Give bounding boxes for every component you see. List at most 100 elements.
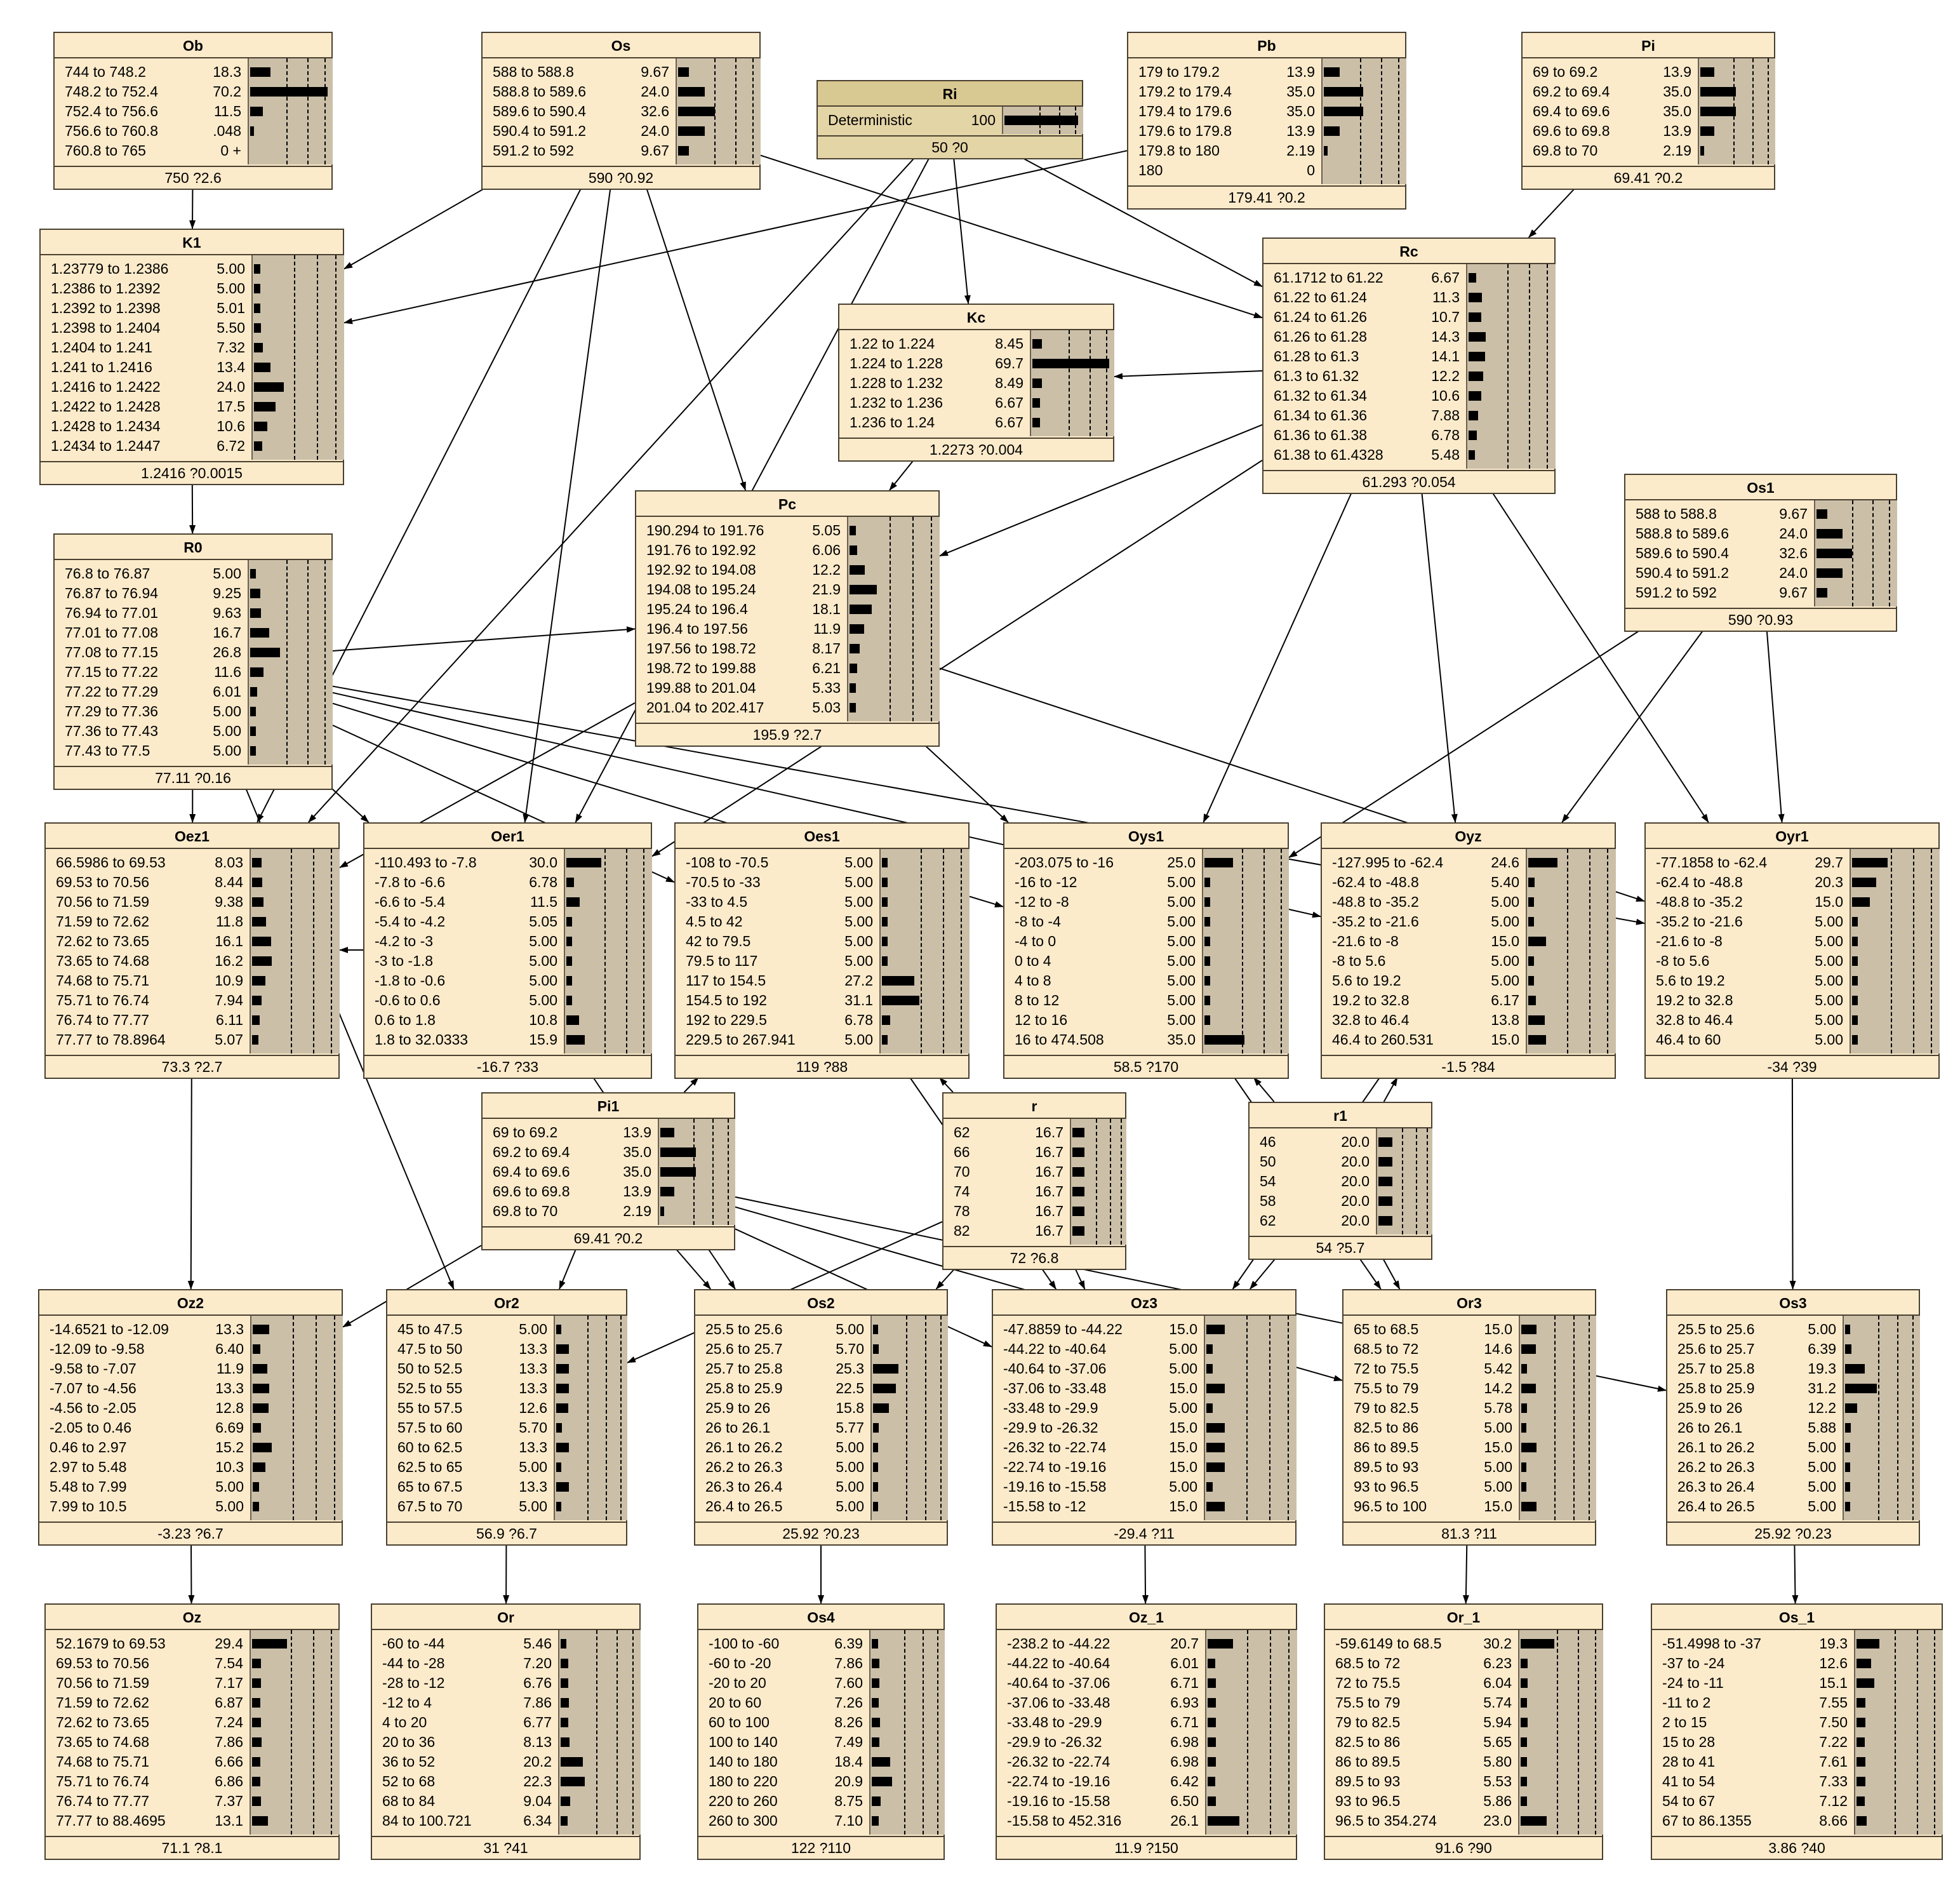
state-row[interactable]: 72.62 to 73.6516.1 xyxy=(46,932,338,951)
state-row[interactable]: 26 to 26.15.77 xyxy=(695,1418,947,1438)
state-row[interactable]: -29.9 to -26.326.98 xyxy=(997,1732,1296,1752)
node-Oes1[interactable]: Oes1-108 to -70.55.00-70.5 to -335.00-33… xyxy=(674,822,970,1079)
state-row[interactable]: 66.5986 to 69.538.03 xyxy=(46,853,338,873)
state-row[interactable]: 68.5 to 726.23 xyxy=(1325,1654,1602,1673)
state-row[interactable]: -37.06 to -33.486.93 xyxy=(997,1693,1296,1713)
state-row[interactable]: 61.1712 to 61.226.67 xyxy=(1263,268,1554,288)
state-row[interactable]: 70.56 to 71.599.38 xyxy=(46,892,338,912)
state-row[interactable]: 100 to 1407.49 xyxy=(698,1732,943,1752)
state-row[interactable]: -2.05 to 0.466.69 xyxy=(39,1418,342,1438)
state-row[interactable]: 0.6 to 1.810.8 xyxy=(364,1010,651,1030)
state-row[interactable]: 77.01 to 77.0816.7 xyxy=(55,623,331,643)
state-row[interactable]: -33 to 4.55.00 xyxy=(676,892,968,912)
state-row[interactable]: -4.56 to -2.0512.8 xyxy=(39,1398,342,1418)
state-row[interactable]: 72 to 75.56.04 xyxy=(1325,1673,1602,1693)
state-row[interactable]: 96.5 to 354.27423.0 xyxy=(1325,1811,1602,1831)
state-row[interactable]: -62.4 to -48.820.3 xyxy=(1646,873,1938,892)
state-row[interactable]: -37.06 to -33.4815.0 xyxy=(993,1379,1295,1398)
state-row[interactable]: 0 to 45.00 xyxy=(1004,951,1288,971)
state-row[interactable]: 89.5 to 935.53 xyxy=(1325,1772,1602,1791)
state-row[interactable]: 76.8 to 76.875.00 xyxy=(55,564,331,584)
state-row[interactable]: 748.2 to 752.470.2 xyxy=(55,82,331,102)
state-row[interactable]: 5.6 to 19.25.00 xyxy=(1322,971,1615,991)
state-row[interactable]: 25.8 to 25.931.2 xyxy=(1667,1379,1919,1398)
state-row[interactable]: 82.5 to 865.65 xyxy=(1325,1732,1602,1752)
state-row[interactable]: 86 to 89.55.80 xyxy=(1325,1752,1602,1772)
node-Os1[interactable]: Os1588 to 588.89.67588.8 to 589.624.0589… xyxy=(1624,474,1897,632)
state-row[interactable]: 65 to 68.515.0 xyxy=(1343,1320,1595,1339)
state-row[interactable]: 591.2 to 5929.67 xyxy=(483,141,759,161)
state-row[interactable]: -40.64 to -37.065.00 xyxy=(993,1359,1295,1379)
state-row[interactable]: 20 to 607.26 xyxy=(698,1693,943,1713)
state-row[interactable]: -70.5 to -335.00 xyxy=(676,873,968,892)
node-Pb[interactable]: Pb179 to 179.213.9179.2 to 179.435.0179.… xyxy=(1127,32,1406,210)
state-row[interactable]: 28 to 417.61 xyxy=(1652,1752,1942,1772)
state-row[interactable]: 74.68 to 75.716.66 xyxy=(46,1752,338,1772)
state-row[interactable]: 5.48 to 7.995.00 xyxy=(39,1477,342,1497)
state-row[interactable]: -26.32 to -22.746.98 xyxy=(997,1752,1296,1772)
state-row[interactable]: 8 to 125.00 xyxy=(1004,991,1288,1010)
state-row[interactable]: -37 to -2412.6 xyxy=(1652,1654,1942,1673)
state-row[interactable]: 197.56 to 198.728.17 xyxy=(636,639,938,659)
state-row[interactable]: 12 to 165.00 xyxy=(1004,1010,1288,1030)
state-row[interactable]: -203.075 to -1625.0 xyxy=(1004,853,1288,873)
state-row[interactable]: 588 to 588.89.67 xyxy=(1625,504,1896,524)
state-row[interactable]: 4 to 85.00 xyxy=(1004,971,1288,991)
state-row[interactable]: 26.2 to 26.35.00 xyxy=(1667,1457,1919,1477)
state-row[interactable]: 4 to 206.77 xyxy=(372,1713,639,1732)
state-row[interactable]: 50 to 52.513.3 xyxy=(387,1359,626,1379)
state-row[interactable]: -4 to 05.00 xyxy=(1004,932,1288,951)
state-row[interactable]: -62.4 to -48.85.40 xyxy=(1322,873,1615,892)
node-r1[interactable]: r14620.05020.05420.05820.06220.054 ?5.7 xyxy=(1248,1102,1432,1260)
state-row[interactable]: 68 to 849.04 xyxy=(372,1791,639,1811)
state-row[interactable]: 6216.7 xyxy=(943,1123,1125,1142)
state-row[interactable]: -110.493 to -7.830.0 xyxy=(364,853,651,873)
state-row[interactable]: 52.5 to 5513.3 xyxy=(387,1379,626,1398)
state-row[interactable]: 1.22 to 1.2248.45 xyxy=(839,334,1113,354)
state-row[interactable]: 7816.7 xyxy=(943,1201,1125,1221)
state-row[interactable]: 60 to 1008.26 xyxy=(698,1713,943,1732)
state-row[interactable]: 25.6 to 25.76.39 xyxy=(1667,1339,1919,1359)
node-Oz2[interactable]: Oz2-14.6521 to -12.0913.3-12.09 to -9.58… xyxy=(38,1289,343,1546)
state-row[interactable]: -8 to 5.65.00 xyxy=(1322,951,1615,971)
state-row[interactable]: -127.995 to -62.424.6 xyxy=(1322,853,1615,873)
state-row[interactable]: -4.2 to -35.00 xyxy=(364,932,651,951)
state-row[interactable]: -9.58 to -7.0711.9 xyxy=(39,1359,342,1379)
state-row[interactable]: 69.2 to 69.435.0 xyxy=(483,1142,734,1162)
state-row[interactable]: 744 to 748.218.3 xyxy=(55,62,331,82)
state-row[interactable]: 69.53 to 70.568.44 xyxy=(46,873,338,892)
state-row[interactable]: Deterministic100 xyxy=(818,110,1082,130)
state-row[interactable]: -8 to -45.00 xyxy=(1004,912,1288,932)
state-row[interactable]: -35.2 to -21.65.00 xyxy=(1322,912,1615,932)
state-row[interactable]: 69.6 to 69.813.9 xyxy=(1523,121,1774,141)
state-row[interactable]: 1.2434 to 1.24476.72 xyxy=(41,436,343,456)
state-row[interactable]: -16 to -125.00 xyxy=(1004,873,1288,892)
state-row[interactable]: 69.8 to 702.19 xyxy=(1523,141,1774,161)
state-row[interactable]: -21.6 to -85.00 xyxy=(1646,932,1938,951)
state-row[interactable]: 32.8 to 46.45.00 xyxy=(1646,1010,1938,1030)
state-row[interactable]: 6220.0 xyxy=(1250,1211,1431,1231)
node-Ob[interactable]: Ob744 to 748.218.3748.2 to 752.470.2752.… xyxy=(53,32,333,190)
state-row[interactable]: 1.224 to 1.22869.7 xyxy=(839,354,1113,373)
node-Rc[interactable]: Rc61.1712 to 61.226.6761.22 to 61.2411.3… xyxy=(1262,237,1556,494)
node-Os3[interactable]: Os325.5 to 25.65.0025.6 to 25.76.3925.7 … xyxy=(1666,1289,1920,1546)
state-row[interactable]: 7016.7 xyxy=(943,1162,1125,1182)
state-row[interactable]: 86 to 89.515.0 xyxy=(1343,1438,1595,1457)
state-row[interactable]: -22.74 to -19.1615.0 xyxy=(993,1457,1295,1477)
state-row[interactable]: 54 to 677.12 xyxy=(1652,1791,1942,1811)
state-row[interactable]: -33.48 to -29.96.71 xyxy=(997,1713,1296,1732)
state-row[interactable]: -48.8 to -35.215.0 xyxy=(1646,892,1938,912)
node-Pi1[interactable]: Pi169 to 69.213.969.2 to 69.435.069.4 to… xyxy=(481,1092,735,1250)
state-row[interactable]: -77.1858 to -62.429.7 xyxy=(1646,853,1938,873)
state-row[interactable]: 26.4 to 26.55.00 xyxy=(695,1497,947,1516)
state-row[interactable]: -40.64 to -37.066.71 xyxy=(997,1673,1296,1693)
state-row[interactable]: 26.1 to 26.25.00 xyxy=(695,1438,947,1457)
state-row[interactable]: 25.9 to 2612.2 xyxy=(1667,1398,1919,1418)
node-Oz3[interactable]: Oz3-47.8859 to -44.2215.0-44.22 to -40.6… xyxy=(992,1289,1297,1546)
state-row[interactable]: 41 to 547.33 xyxy=(1652,1772,1942,1791)
state-row[interactable]: 75.71 to 76.747.94 xyxy=(46,991,338,1010)
state-row[interactable]: 42 to 79.55.00 xyxy=(676,932,968,951)
state-row[interactable]: 62.5 to 655.00 xyxy=(387,1457,626,1477)
state-row[interactable]: 73.65 to 74.6816.2 xyxy=(46,951,338,971)
state-row[interactable]: 77.08 to 77.1526.8 xyxy=(55,643,331,662)
